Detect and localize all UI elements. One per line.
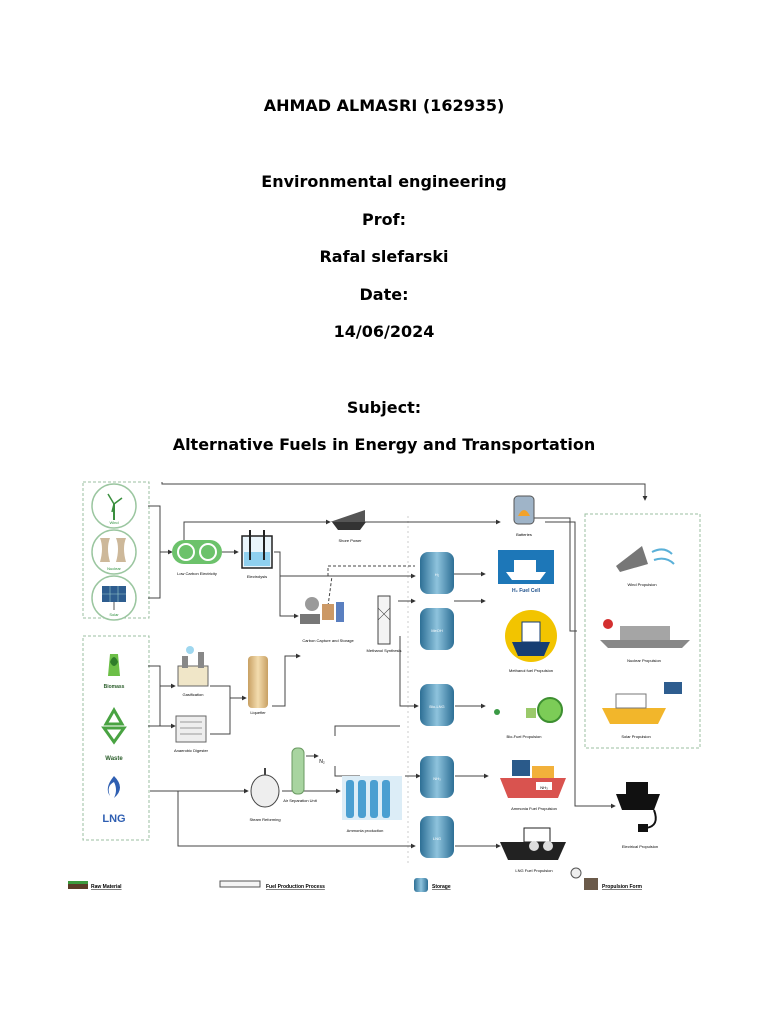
subject-value: Alternative Fuels in Energy and Transpor… [172,435,596,454]
legend-propulsion-form: Propulsion Form [602,884,643,890]
nuclear-label: Nuclear [107,566,121,571]
biomass-label: Biomass [104,684,125,690]
storage-nh3: NH₃ [420,756,454,798]
nuclear-propulsion-label: Nuclear Propulsion [627,658,661,663]
nh3-tag: NH₃ [540,785,548,790]
gasification: Gasification [177,646,209,697]
shore-power: Shore Power [330,510,366,543]
storage-nh3-label: NH₃ [433,776,441,781]
wind-propulsion-label: Wind Propulsion [627,582,656,587]
electrical-propulsion: Electrical Propulsion [616,782,660,849]
methanol-synthesis-label: Methanol Synthesis [367,648,402,653]
steam-reforming-label: Steam Reforming [249,817,280,822]
raw-sources-box [82,635,150,841]
legend-raw-material: Raw Material [91,884,122,890]
h2-fuel-cell: H₂ Fuel Cell [498,550,554,594]
batteries-icon: Batteries [513,495,535,537]
fuel-pathway-diagram: Wind Nuclear Solar Biomass Waste LNG Low… [68,481,701,892]
wind-label: Wind [109,520,118,525]
gasification-label: Gasification [183,692,204,697]
legend-storage: Storage [432,884,451,890]
course-line: Environmental engineering [261,172,507,191]
wind-propulsion: Wind Propulsion [616,546,675,587]
methanol-propulsion-label: Methanol fuel Propulsion [509,668,553,673]
author-line: AHMAD ALMASRI (162935) [263,96,505,115]
prof-label: Prof: [362,210,406,229]
legend-fuel-production: Fuel Production Process [266,884,325,890]
solar-source: Solar [91,575,137,621]
storage-h2-label: H₂ [435,572,440,577]
n2-label: N₂ [319,759,325,765]
lng-source: LNG [102,776,126,825]
lng-propulsion-label: LNG Fuel Propulsion [515,868,552,873]
methanol-synthesis: Methanol Synthesis [367,595,402,653]
storage-meoh-label: MeOH [431,628,443,633]
alt-propulsion-box [584,513,701,749]
anaerobic-label: Anaerobic Digester [174,748,209,753]
biofuel-propulsion-label: Bio-Fuel Propulsion [507,734,542,739]
storage-lng-label: LNG [433,836,441,841]
h2-fuel-cell-label: H₂ Fuel Cell [512,588,541,594]
anaerobic-digester: Anaerobic Digester [174,715,209,753]
storage-lng: LNG [420,816,454,858]
waste-source: Waste [101,706,127,762]
ammonia-propulsion-label: Ammonia Fuel Propulsion [511,806,557,811]
ammonia-production-label: Ammonia production [347,828,384,833]
legend: Raw Material Fuel Production Process Sto… [68,867,643,892]
carbon-capture: Carbon Capture and Storage [300,597,354,643]
methanol-propulsion: Methanol fuel Propulsion [505,610,557,673]
shore-power-label: Shore Power [338,538,362,543]
date-label: Date: [359,285,409,304]
storage-biofuel-label: Bio-LNG [429,704,444,709]
nuclear-propulsion: Nuclear Propulsion [600,619,690,663]
wind-source: Wind [91,483,137,529]
biofuel-propulsion: Bio-Fuel Propulsion [494,697,563,739]
solar-propulsion-label: Solar Propulsion [621,734,650,739]
lng-propulsion: LNG Fuel Propulsion [500,827,566,873]
batteries-label: Batteries [516,532,532,537]
storage-h2: H₂ [420,552,454,594]
waste-label: Waste [105,756,123,762]
prof-name: Rafal slefarski [319,247,449,266]
flow-lines [148,482,648,849]
steam-reforming: Steam Reforming [249,768,281,822]
carbon-capture-label: Carbon Capture and Storage [302,638,354,643]
ammonia-propulsion: NH₃ Ammonia Fuel Propulsion [500,760,566,811]
lng-source-label: LNG [102,813,125,825]
storage-meoh: MeOH [420,608,454,650]
liquefier-label: Liquefier [250,710,266,715]
biomass-source: Biomass [86,641,146,696]
date-value: 14/06/2024 [333,322,435,341]
solar-propulsion: Solar Propulsion [602,682,682,739]
electrolysis-unit: Electrolysis [241,530,273,579]
low-carbon-electricity: Low Carbon Electricity [172,540,222,576]
nuclear-source: Nuclear [91,529,137,575]
liquefier: Liquefier [248,656,268,715]
storage-biofuel: Bio-LNG [420,684,454,726]
electrical-propulsion-label: Electrical Propulsion [622,844,658,849]
air-separation-unit: N₂ Air Separation Unit [283,747,325,803]
low-carbon-label: Low Carbon Electricity [177,571,217,576]
electrolysis-label: Electrolysis [247,574,267,579]
ammonia-production: Ammonia production [342,776,402,833]
air-separation-label: Air Separation Unit [283,798,317,803]
solar-label: Solar [109,612,119,617]
subject-label: Subject: [346,398,422,417]
